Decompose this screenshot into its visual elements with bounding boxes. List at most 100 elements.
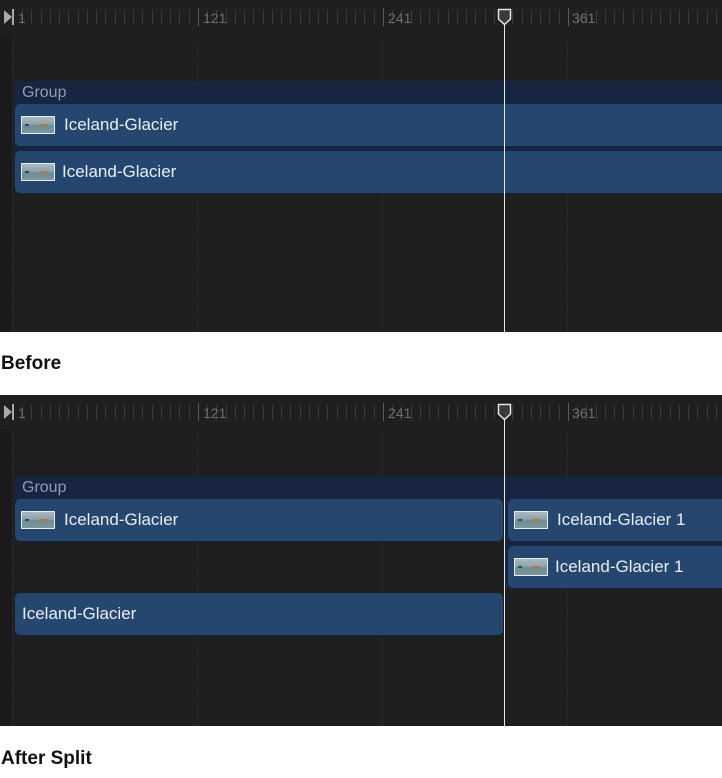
clip-iceland-glacier-1[interactable]: Iceland-Glacier 1 bbox=[508, 499, 722, 541]
clip-label: Iceland-Glacier bbox=[22, 604, 137, 623]
group-track-header[interactable]: Group bbox=[14, 476, 722, 500]
playhead-line[interactable] bbox=[504, 18, 505, 332]
caption-before: Before bbox=[1, 353, 62, 374]
glacier-thumbnail-icon bbox=[514, 558, 548, 576]
ruler-tick bbox=[337, 10, 338, 25]
ruler-tick bbox=[623, 405, 624, 420]
ruler-tick bbox=[179, 405, 180, 420]
timeline-left-strip bbox=[0, 0, 12, 332]
ruler-tick bbox=[161, 10, 162, 25]
ruler-tick bbox=[670, 10, 671, 25]
ruler-tick bbox=[189, 405, 190, 420]
ruler-tick bbox=[697, 10, 698, 25]
ruler-tick bbox=[235, 10, 236, 25]
ruler-tick bbox=[411, 10, 412, 25]
gridline bbox=[197, 433, 198, 726]
clip-iceland-glacier-1[interactable]: Iceland-Glacier 1 bbox=[508, 546, 722, 588]
ruler-tick bbox=[383, 8, 384, 26]
ruler-tick bbox=[281, 10, 282, 25]
ruler-tick bbox=[290, 405, 291, 420]
ruler-tick bbox=[688, 10, 689, 25]
ruler-tick bbox=[41, 10, 42, 25]
ruler-tick bbox=[68, 405, 69, 420]
ruler-tick bbox=[170, 405, 171, 420]
ruler-tick bbox=[226, 10, 227, 25]
ruler-tick bbox=[244, 405, 245, 420]
ruler-tick bbox=[540, 10, 541, 25]
ruler-tick bbox=[485, 405, 486, 420]
ruler-tick bbox=[577, 10, 578, 25]
ruler-tick bbox=[438, 405, 439, 420]
clip-iceland-glacier[interactable]: Iceland-Glacier bbox=[15, 151, 722, 193]
ruler-tick bbox=[309, 10, 310, 25]
ruler-tick bbox=[448, 10, 449, 25]
ruler-tick bbox=[420, 10, 421, 25]
ruler-tick bbox=[697, 405, 698, 420]
clip-label: Iceland-Glacier bbox=[64, 510, 179, 529]
ruler-tick bbox=[633, 405, 634, 420]
ruler-tick bbox=[568, 403, 569, 421]
play-to-start-icon[interactable] bbox=[4, 10, 12, 24]
ruler-tick bbox=[392, 405, 393, 420]
ruler-tick bbox=[457, 405, 458, 420]
glacier-thumbnail-icon bbox=[21, 116, 55, 134]
ruler-tick bbox=[300, 405, 301, 420]
ruler-tick bbox=[96, 10, 97, 25]
ruler-label-121: 121 bbox=[203, 405, 227, 421]
ruler-label-361: 361 bbox=[572, 405, 596, 421]
play-to-start-icon[interactable] bbox=[4, 405, 12, 419]
playhead-line[interactable] bbox=[504, 413, 505, 726]
ruler-tick bbox=[105, 405, 106, 420]
ruler-tick bbox=[290, 10, 291, 25]
ruler-tick bbox=[420, 405, 421, 420]
ruler-tick bbox=[337, 405, 338, 420]
ruler-tick bbox=[374, 405, 375, 420]
clip-iceland-glacier[interactable]: Iceland-Glacier bbox=[15, 499, 503, 541]
ruler-tick bbox=[586, 10, 587, 25]
ruler-tick bbox=[170, 10, 171, 25]
ruler-tick bbox=[568, 8, 569, 26]
ruler-tick bbox=[623, 10, 624, 25]
clip-iceland-glacier[interactable]: Iceland-Glacier bbox=[15, 104, 722, 146]
ruler-tick bbox=[78, 10, 79, 25]
ruler-tick bbox=[300, 10, 301, 25]
timeline-ruler[interactable]: 1 121 241 361 bbox=[0, 395, 722, 429]
ruler-tick bbox=[531, 405, 532, 420]
ruler-tick bbox=[660, 405, 661, 420]
ruler-tick bbox=[22, 405, 23, 420]
playhead-icon[interactable] bbox=[497, 403, 512, 421]
ruler-tick bbox=[411, 405, 412, 420]
ruler-tick bbox=[577, 405, 578, 420]
timeline-after: 1 121 241 361 Group Iceland-Glacier Icel… bbox=[0, 395, 722, 726]
ruler-tick bbox=[142, 10, 143, 25]
ruler-tick bbox=[216, 405, 217, 420]
ruler-tick bbox=[272, 10, 273, 25]
ruler-tick bbox=[189, 10, 190, 25]
group-label: Group bbox=[22, 479, 67, 496]
timeline-ruler[interactable]: 1 121 241 361 bbox=[0, 0, 722, 34]
ruler-tick bbox=[346, 10, 347, 25]
ruler-tick bbox=[633, 10, 634, 25]
ruler-tick bbox=[540, 405, 541, 420]
group-label: Group bbox=[22, 84, 67, 101]
ruler-tick bbox=[31, 405, 32, 420]
ruler-tick bbox=[596, 10, 597, 25]
playhead-icon[interactable] bbox=[497, 8, 512, 26]
clip-iceland-glacier[interactable]: Iceland-Glacier bbox=[15, 593, 503, 635]
ruler-tick bbox=[152, 10, 153, 25]
gridline bbox=[382, 433, 383, 726]
ruler-tick bbox=[318, 405, 319, 420]
ruler-tick bbox=[642, 10, 643, 25]
ruler-tick bbox=[559, 405, 560, 420]
ruler-tick bbox=[614, 405, 615, 420]
ruler-tick bbox=[651, 405, 652, 420]
ruler-tick bbox=[651, 10, 652, 25]
ruler-tick bbox=[207, 10, 208, 25]
ruler-tick bbox=[133, 10, 134, 25]
ruler-tick bbox=[494, 405, 495, 420]
ruler-tick bbox=[466, 405, 467, 420]
ruler-tick bbox=[96, 405, 97, 420]
ruler-tick bbox=[605, 10, 606, 25]
gridline bbox=[12, 433, 13, 726]
ruler-tick bbox=[133, 405, 134, 420]
